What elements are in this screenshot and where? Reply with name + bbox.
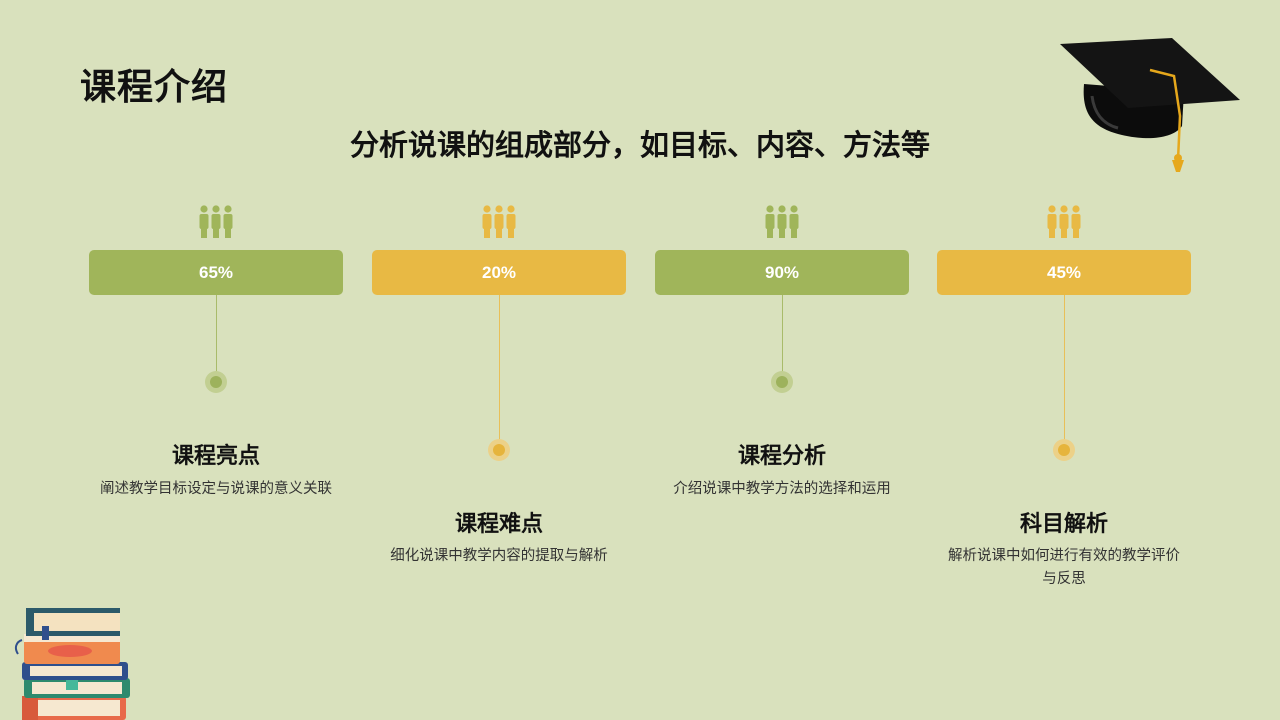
item-title: 课程分析 [737, 444, 826, 469]
item-title: 课程亮点 [171, 444, 260, 469]
books-icon [14, 608, 130, 720]
item-description: 细化说课中教学内容的提取与解析 [390, 548, 608, 564]
item-description: 阐述教学目标设定与说课的意义关联 [100, 481, 332, 497]
item-title: 科目解析 [1019, 512, 1108, 537]
percent-bar: 90% [655, 250, 909, 295]
percent-bar: 65% [89, 250, 343, 295]
course-item-3: 90% 课程分析 介绍说课中教学方法的选择和运用 [655, 200, 909, 620]
course-item-2: 20% 课程难点 细化说课中教学内容的提取与解析 [372, 200, 626, 620]
graduation-cap-icon [1060, 38, 1240, 172]
item-description: 介绍说课中教学方法的选择和运用 [673, 481, 891, 497]
people-icon [1047, 205, 1081, 238]
page-subtitle: 分析说课的组成部分，如目标、内容、方法等 [349, 128, 930, 162]
people-icon [765, 205, 799, 238]
people-icon [482, 205, 516, 238]
connector-line [782, 295, 783, 383]
connector-line [499, 295, 500, 450]
connector-line [216, 295, 217, 383]
people-icon [199, 205, 233, 238]
course-item-4: 45% 科目解析 解析说课中如何进行有效的教学评价与反思 [937, 200, 1191, 620]
timeline-dot [488, 439, 510, 461]
item-title: 课程难点 [454, 512, 543, 537]
course-item-1: 65% 课程亮点 阐述教学目标设定与说课的意义关联 [89, 200, 343, 620]
connector-line [1064, 295, 1065, 450]
timeline-dot [1053, 439, 1075, 461]
item-description: 解析说课中如何进行有效的教学评价与反思 [948, 548, 1180, 587]
timeline-dot [205, 371, 227, 393]
percent-bar: 20% [372, 250, 626, 295]
timeline-dot [771, 371, 793, 393]
page-title: 课程介绍 [80, 67, 229, 108]
percent-bar: 45% [937, 250, 1191, 295]
